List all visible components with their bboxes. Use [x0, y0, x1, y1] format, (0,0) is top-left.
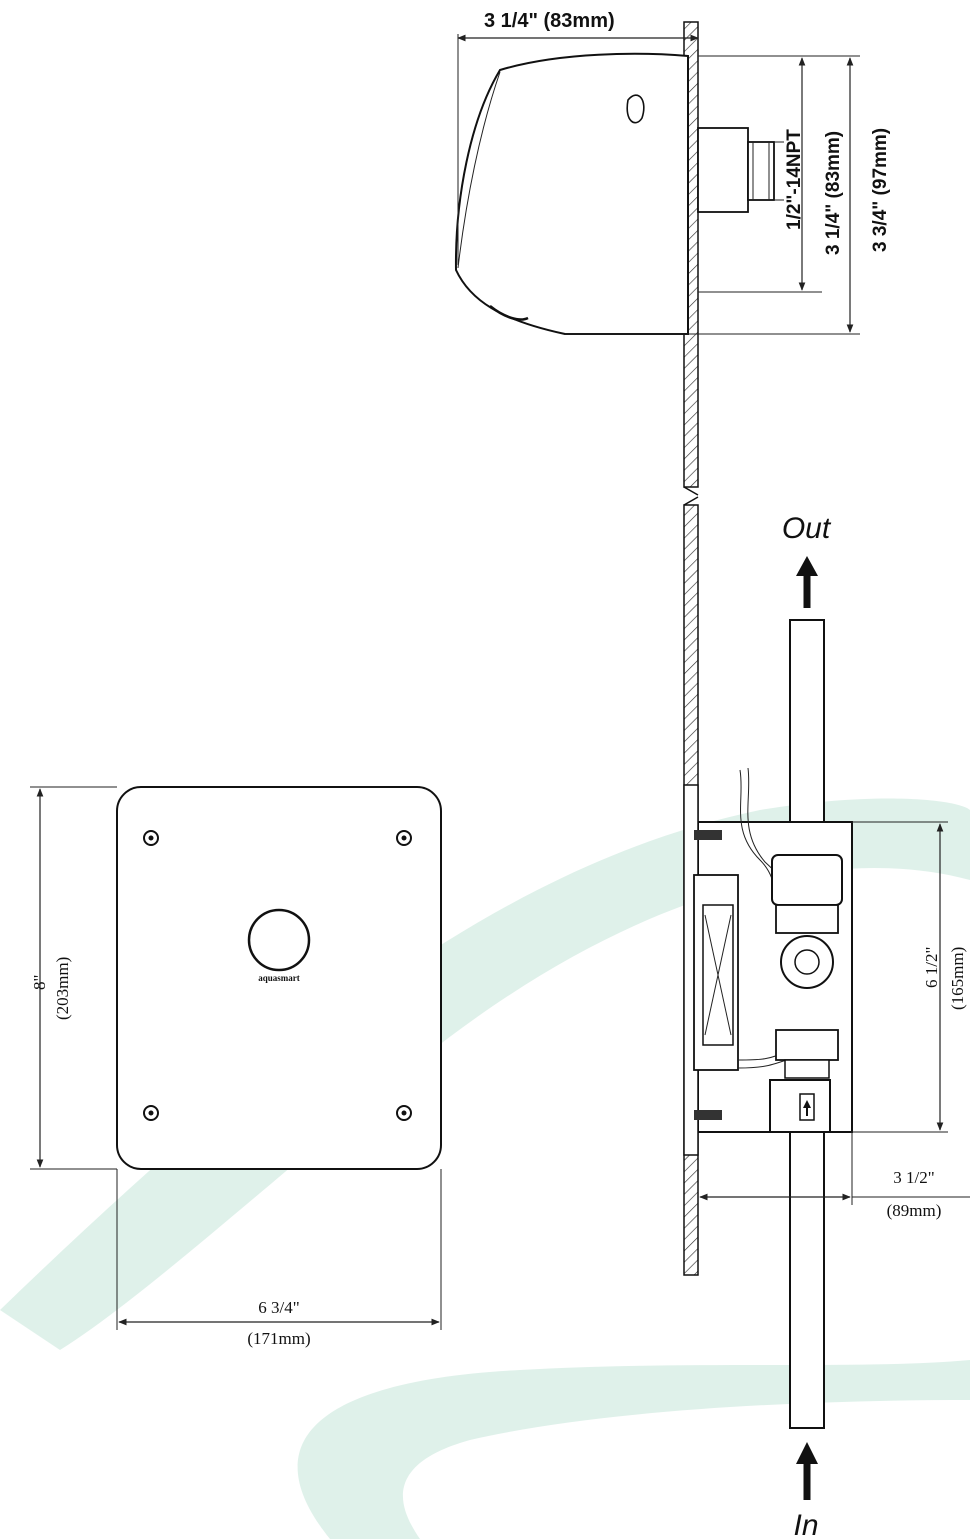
box-depth-label-mm: (89mm): [887, 1201, 942, 1220]
spout-inner-height-label: 3 1/4" (83mm): [823, 131, 844, 255]
flow-out-label: Out: [782, 512, 832, 545]
plate-height-label-mm: (203mm): [53, 957, 72, 1020]
screw-icon: [396, 830, 412, 846]
plate-height-label-in: 8": [30, 975, 49, 990]
control-box-side-view: [683, 556, 970, 1500]
sensor-window: [247, 908, 311, 972]
spout-outer-height-label: 3 3/4" (97mm): [870, 128, 891, 252]
box-height-label-in: 6 1/2": [922, 947, 941, 988]
screw-icon: [143, 1105, 159, 1121]
watermark-swoosh: [0, 798, 970, 1539]
box-depth-label-in: 3 1/2": [893, 1168, 934, 1187]
spout-depth-label: 3 1/4" (83mm): [484, 10, 615, 32]
brand-logo-text: aquasmart: [258, 973, 300, 983]
cover-plate-front-view: [30, 786, 442, 1330]
screw-icon: [396, 1105, 412, 1121]
plate-width-label-in: 6 3/4": [258, 1298, 299, 1317]
flow-in-label: In: [793, 1509, 818, 1539]
box-height-label-mm: (165mm): [948, 947, 967, 1010]
screw-icon: [143, 830, 159, 846]
plate-width-label-mm: (171mm): [247, 1329, 310, 1348]
spout-side-view: [454, 34, 860, 335]
thread-size-label: 1/2"-14NPT: [784, 129, 805, 230]
